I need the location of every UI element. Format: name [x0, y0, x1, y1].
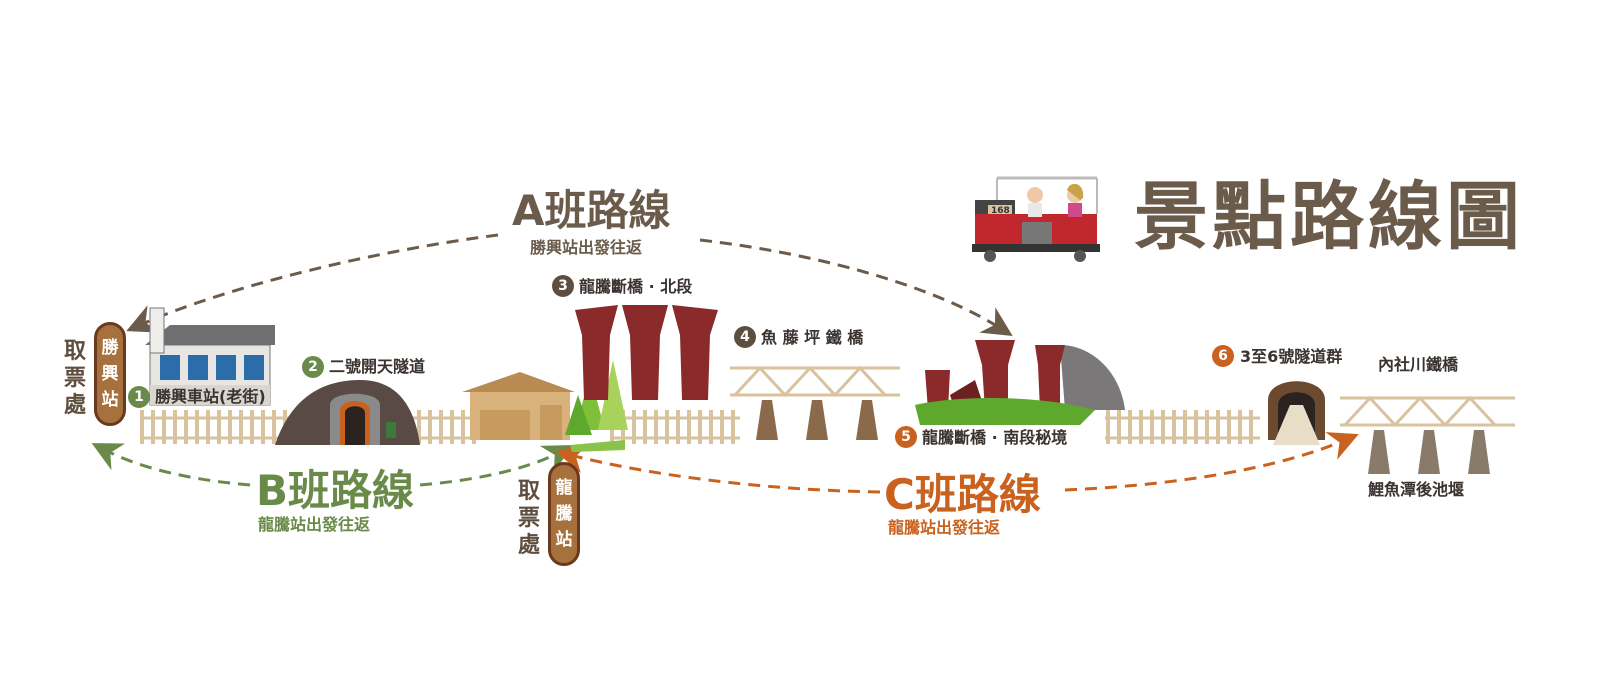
spot-5-label: 龍騰斷橋 · 南段秘境 [922, 428, 1068, 447]
longteng-station-building [462, 372, 575, 440]
route-b-arc-left [91, 443, 251, 487]
tree-cluster [565, 360, 628, 452]
tunnel-2-illustration [275, 380, 420, 445]
route-a-arc-left [126, 233, 499, 333]
route-a-subtitle: 勝興站出發往返 [530, 238, 643, 257]
route-c-arc-left [555, 444, 881, 494]
spot-1-label: 勝興車站(老街) [155, 387, 266, 406]
train-plate: 168 [991, 206, 1010, 216]
neishechuan-piers [1368, 430, 1490, 474]
shengxing-station-pill: 勝興站 [94, 322, 126, 426]
route-b-name: B班路線 [256, 466, 415, 515]
longteng-bridge-north-pillars [575, 305, 718, 400]
route-a-arc-right [699, 238, 1013, 337]
neishechuan-bridge-label: 內社川鐵橋 [1378, 355, 1459, 374]
tunnels-3-6-illustration [1268, 381, 1325, 445]
rail-bike-illustration [972, 176, 1100, 262]
longteng-bridge-south-ruins [915, 340, 1125, 425]
route-c-subtitle: 龍騰站出發往返 [888, 518, 1001, 537]
route-c-arc-right [1064, 432, 1359, 492]
route-b-subtitle: 龍騰站出發往返 [258, 515, 371, 534]
liyutan-weir-label: 鯉魚潭後池堰 [1368, 480, 1465, 499]
page-title: 景點路線圖 [1134, 174, 1524, 260]
route-c-name: C班路線 [884, 470, 1041, 519]
spot-4-label: 魚 藤 坪 鐵 橋 [761, 328, 864, 347]
shengxing-ticket-office: 取票處 [63, 339, 86, 418]
spot-2-badge: 2 [302, 356, 324, 378]
spot-4-badge: 4 [734, 326, 756, 348]
neishechuan-bridge [1340, 395, 1515, 428]
spot-3-label: 龍騰斷橋 · 北段 [579, 277, 693, 296]
longteng-station-pill: 龍騰站 [548, 462, 580, 566]
shengxing-station-building [145, 307, 275, 406]
route-a-name: A班路線 [512, 186, 671, 235]
route-b-arc-right [419, 444, 574, 487]
spot-5-badge: 5 [895, 426, 917, 448]
spot-6-label: 3至6號隧道群 [1240, 347, 1343, 366]
spot-6-badge: 6 [1212, 345, 1234, 367]
yutengping-piers [756, 400, 878, 440]
spot-3-badge: 3 [552, 275, 574, 297]
spot-2-label: 二號開天隧道 [329, 357, 426, 376]
spot-1-badge: 1 [128, 386, 150, 408]
longteng-ticket-office: 取票處 [517, 479, 540, 558]
yutengping-bridge [730, 365, 900, 398]
